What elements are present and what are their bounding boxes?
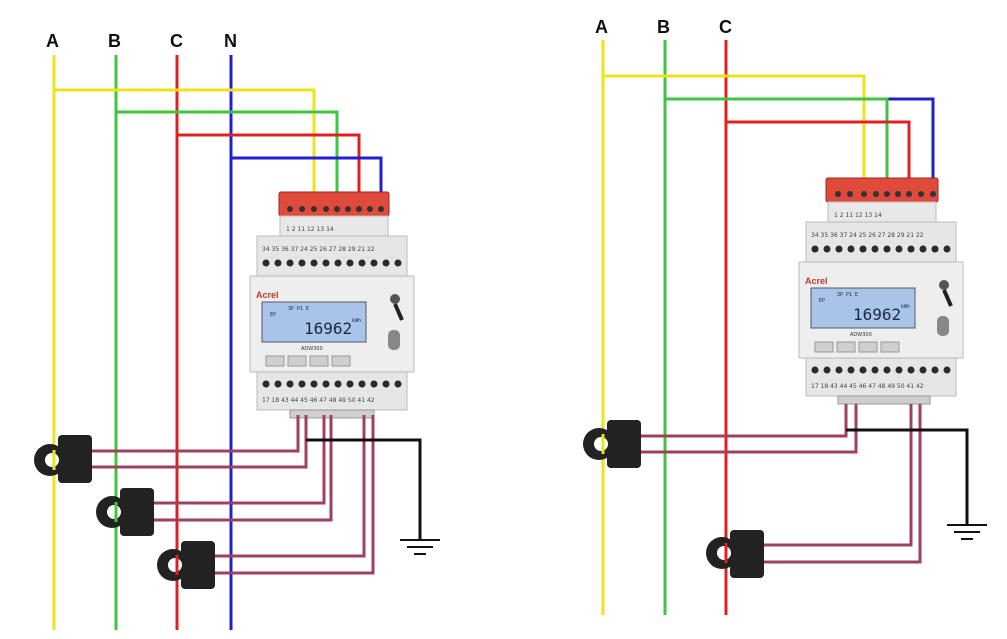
label-phase-a: A xyxy=(595,17,608,37)
meter-key-4 xyxy=(331,355,351,367)
meter-mid-terminals xyxy=(256,235,408,277)
top-terminal-numbers: 1 2 11 12 13 14 xyxy=(834,212,882,219)
meter-brand: Acrel xyxy=(805,276,828,286)
meter-key-1 xyxy=(814,341,834,353)
meter-key-3 xyxy=(858,341,878,353)
voltage-wire-b xyxy=(116,110,339,205)
meter-bottom-terminals xyxy=(805,357,957,397)
voltage-wire-a xyxy=(603,74,866,190)
energy-meter: 1 2 11 12 13 14 34 35 36 37 24 25 26 27 … xyxy=(249,191,415,419)
voltage-wire-b xyxy=(665,97,889,190)
meter-model: ADW300 xyxy=(850,332,872,338)
lcd-unit-right: kWh xyxy=(901,304,910,310)
lcd-value: 16962 xyxy=(853,305,901,324)
mid-terminal-numbers: 34 35 36 37 24 25 26 27 28 29 21 22 xyxy=(811,232,924,239)
lcd-unit-left: EP xyxy=(819,298,825,304)
diagram-3p3w: A B C 1 2 11 12 13 14 34 35 36 37 2 xyxy=(583,17,987,615)
antenna-icon xyxy=(939,280,949,290)
label-phase-a: A xyxy=(46,31,59,51)
label-phase-c: C xyxy=(719,17,732,37)
ct-phase-c xyxy=(157,541,215,589)
lcd-unit-left: EP xyxy=(270,312,276,318)
ct-phase-b xyxy=(96,488,154,536)
meter-bottom-foot xyxy=(837,395,931,405)
meter-key-1 xyxy=(265,355,285,367)
antenna-stub xyxy=(393,303,404,321)
meter-key-3 xyxy=(309,355,329,367)
lcd-indicators: 3P P1 E xyxy=(288,306,309,312)
top-terminal-numbers: 1 2 11 12 13 14 xyxy=(286,226,334,233)
voltage-wire-b-blue xyxy=(665,97,935,190)
bottom-terminal-numbers: 17 18 43 44 45 46 47 48 49 50 41 42 xyxy=(262,397,375,404)
infrared-port xyxy=(937,316,949,336)
ct-leads xyxy=(88,415,375,575)
meter-mid-terminals xyxy=(805,221,957,263)
label-neutral: N xyxy=(224,31,237,51)
meter-bottom-terminals xyxy=(256,371,408,411)
bottom-terminal-numbers: 17 18 43 44 45 46 47 48 49 50 41 42 xyxy=(811,383,924,390)
lcd-display xyxy=(261,301,367,343)
ground-icon xyxy=(947,524,987,540)
ground-wire xyxy=(846,428,969,525)
meter-brand: Acrel xyxy=(256,290,279,300)
voltage-wire-n xyxy=(231,156,383,205)
ct-leads xyxy=(637,404,922,564)
label-phase-b: B xyxy=(657,17,670,37)
meter-model: ADW300 xyxy=(301,346,323,352)
top-terminal-block xyxy=(825,177,939,203)
top-terminal-block xyxy=(278,191,390,217)
infrared-port xyxy=(388,330,400,350)
label-phase-c: C xyxy=(170,31,183,51)
antenna-icon xyxy=(390,294,400,304)
ground-wire xyxy=(306,438,422,540)
antenna-stub xyxy=(942,289,953,307)
lcd-indicators: 3P P1 E xyxy=(837,292,858,298)
meter-key-4 xyxy=(880,341,900,353)
voltage-wire-a xyxy=(54,88,316,205)
ground-icon xyxy=(400,539,440,555)
voltage-wire-c xyxy=(726,120,911,190)
ct-phase-a xyxy=(34,435,92,483)
meter-key-2 xyxy=(836,341,856,353)
lcd-unit-right: kWh xyxy=(352,318,361,324)
ct-phase-c xyxy=(706,530,764,578)
label-phase-b: B xyxy=(108,31,121,51)
mid-terminal-numbers: 34 35 36 37 24 25 26 27 28 29 21 22 xyxy=(262,246,375,253)
lcd-value: 16962 xyxy=(304,319,352,338)
energy-meter: 1 2 11 12 13 14 34 35 36 37 24 25 26 27 … xyxy=(798,177,964,405)
diagram-3p4w: A B C N 1 2 11 12 xyxy=(34,31,440,630)
lcd-display xyxy=(810,287,916,329)
voltage-wire-c xyxy=(177,133,361,205)
meter-key-2 xyxy=(287,355,307,367)
ct-phase-a xyxy=(583,420,641,468)
